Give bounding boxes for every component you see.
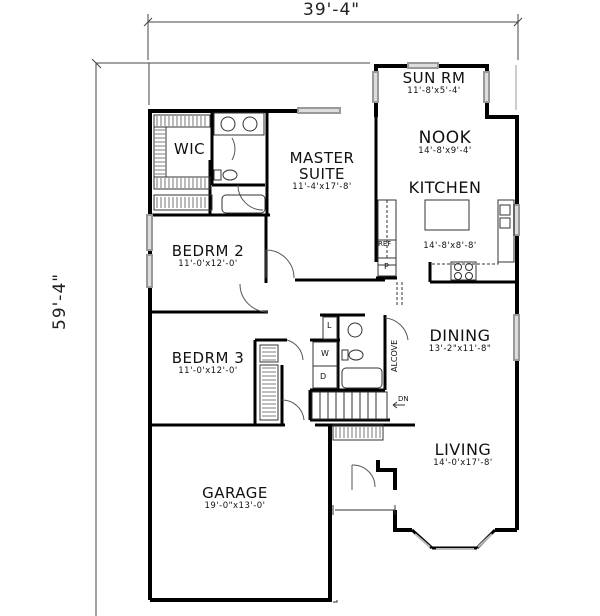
- room-dining: DINING 13'-2"x11'-8": [415, 328, 505, 355]
- overall-depth-dimension: 59'-4": [50, 272, 70, 330]
- room-size: 11'-0'x12'-0': [178, 259, 238, 269]
- room-name: KITCHEN: [408, 178, 482, 197]
- pantry-label: P: [384, 262, 389, 271]
- kitchen-fixtures: [377, 199, 515, 307]
- dryer-label: D: [320, 372, 327, 381]
- room-size: 11'-0'x12'-0': [178, 366, 238, 376]
- door-swings: [231, 137, 409, 490]
- alcove-label: ALCOVE: [390, 339, 399, 372]
- room-nook: NOOK 14'-8'x9'-4': [400, 130, 490, 157]
- room-name: DINING: [429, 326, 491, 345]
- room-name: GARAGE: [202, 484, 268, 502]
- windows: [146, 62, 520, 361]
- room-wic: WIC: [172, 141, 207, 157]
- refrigerator-label: REF: [378, 240, 392, 248]
- room-size: 11'-8'x5'-4': [407, 86, 461, 96]
- bay-window: [410, 528, 497, 550]
- room-name-line1: MASTER: [289, 149, 355, 167]
- stairs-down-label: DN: [398, 395, 409, 403]
- washer-label: W: [321, 349, 329, 358]
- room-living: LIVING 14'-0'x17'-8': [418, 442, 508, 469]
- room-bedroom-2: BEDRM 2 11'-0'x12'-0': [168, 243, 248, 270]
- room-size: 19'-0"x13'-0': [204, 501, 266, 511]
- room-size: 14'-0'x17'-8': [433, 458, 493, 468]
- overall-width-dimension: 39'-4": [303, 0, 361, 20]
- stairs: [311, 391, 405, 420]
- room-name: BEDRM 2: [171, 242, 245, 260]
- interior-walls: [150, 111, 517, 427]
- bath-fixtures: [213, 112, 383, 389]
- dimension-lines: [91, 14, 523, 616]
- room-master-suite: MASTER SUITE 11'-4'x17'-8': [282, 150, 362, 193]
- room-name: BEDRM 3: [171, 349, 245, 367]
- room-name: LIVING: [434, 440, 492, 459]
- room-name: WIC: [173, 140, 206, 158]
- room-bedroom-3: BEDRM 3 11'-0'x12'-0': [168, 350, 248, 377]
- linen-label: L: [327, 321, 332, 330]
- room-kitchen: KITCHEN: [405, 180, 485, 196]
- room-size: 13'-2"x11'-8": [428, 344, 492, 354]
- room-size: 14'-8'x9'-4': [418, 146, 472, 156]
- kitchen-size: 14'-8'x8'-8': [423, 241, 477, 251]
- room-garage: GARAGE 19'-0"x13'-0': [190, 485, 280, 512]
- room-sun-room: SUN RM 11'-8'x5'-4': [400, 70, 468, 97]
- room-name: NOOK: [418, 128, 472, 148]
- room-name: SUN RM: [402, 69, 466, 87]
- room-size: 11'-4'x17'-8': [292, 182, 352, 192]
- closet-shelves: [153, 114, 384, 441]
- room-name-line2: SUITE: [298, 165, 346, 183]
